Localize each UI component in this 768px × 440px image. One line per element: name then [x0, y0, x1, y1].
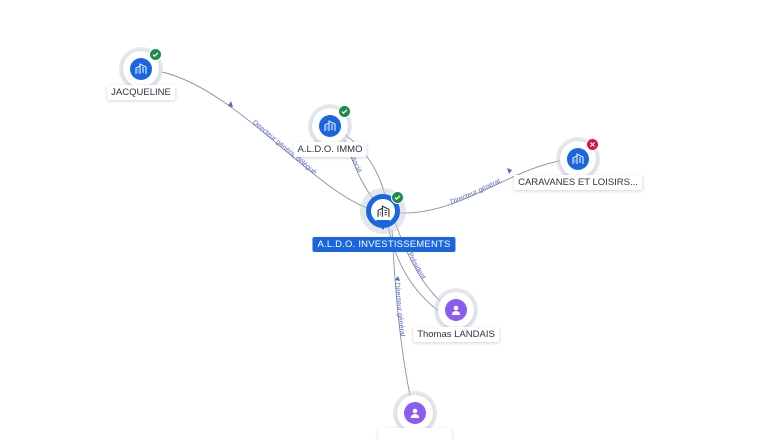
thomas-icon-circle[interactable] [438, 292, 474, 328]
person-icon [445, 299, 467, 321]
status-ok-icon [391, 191, 404, 204]
edge-thomas [394, 221, 446, 306]
node-label-bottom-person[interactable] [378, 428, 452, 440]
building-icon [567, 148, 589, 170]
building-icon [371, 199, 395, 223]
arrow-jacqueline [228, 101, 233, 107]
edge-label-caravanes: Directeur général [450, 178, 502, 206]
edge-thomas-link [387, 225, 441, 313]
building-icon [130, 58, 152, 80]
status-closed-icon [586, 138, 599, 151]
person-icon [404, 402, 426, 424]
edge-label-thomas: Président [406, 252, 427, 281]
status-ok-icon [338, 105, 351, 118]
node-label-aldo-immo[interactable]: A.L.D.O. IMMO [293, 142, 367, 157]
node-label-thomas-landais[interactable]: Thomas LANDAIS [413, 327, 499, 342]
main-node-pin[interactable] [366, 191, 404, 230]
bottom-person-icon-circle[interactable] [397, 395, 433, 431]
arrow-bottom [395, 276, 400, 281]
jacqueline-icon-circle[interactable] [123, 48, 162, 87]
arrow-caravanes [507, 168, 512, 174]
building-icon [319, 115, 341, 137]
caravanes-icon-circle[interactable] [560, 138, 599, 177]
node-label-caravanes[interactable]: CARAVANES ET LOISIRS... [514, 175, 642, 190]
status-ok-icon [149, 48, 162, 61]
node-label-jacqueline[interactable]: JACQUELINE [107, 85, 175, 100]
node-label-aldo-investissements[interactable]: A.L.D.O. INVESTISSEMENTS [312, 237, 456, 252]
edge-label-bottom: Directeur général [393, 282, 405, 337]
aldo-immo-icon-circle[interactable] [312, 105, 351, 144]
